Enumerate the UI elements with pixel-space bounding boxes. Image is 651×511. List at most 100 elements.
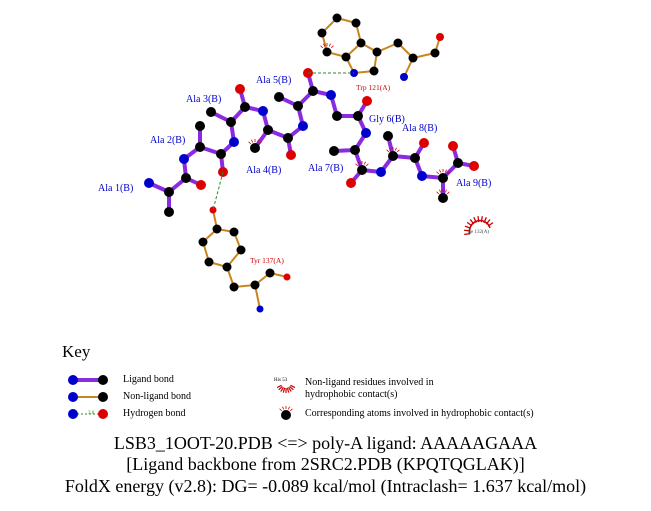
- key-atom: [98, 392, 108, 402]
- hydrophobic-contact-mark: [320, 45, 323, 49]
- ligand-atom-C: [308, 86, 318, 96]
- ligand-atom-C: [250, 143, 260, 153]
- key-hydrophobic-residue-icon: [288, 386, 292, 392]
- ligand-atom-C: [181, 173, 191, 183]
- tyr137-atom: [236, 245, 246, 255]
- key-hydrophobic-residue-icon: [282, 387, 286, 393]
- trp121-atom: [369, 66, 379, 76]
- key-hydrophobic-residue-icon: [286, 387, 290, 393]
- protein-residue-label-ile132: Ile 132(A): [468, 230, 489, 235]
- tyr137-atom: [212, 224, 222, 234]
- key-atom: [98, 409, 108, 419]
- hydrophobic-contact-mark: [447, 191, 450, 195]
- trp121-atom: [408, 53, 418, 63]
- ligand-residue-label: Ala 7(B): [308, 163, 343, 174]
- hydrophobic-contact-mark: [394, 147, 397, 151]
- ligand-atom-N: [376, 167, 386, 177]
- ligand-atom-O: [196, 180, 206, 190]
- ligand-atom-C: [216, 149, 226, 159]
- ligand-atom-C: [357, 165, 367, 175]
- ligand-atom-N: [258, 106, 268, 116]
- trp121-atom: [356, 38, 366, 48]
- protein-residue-label-tyr137: Tyr 137(A): [250, 256, 284, 265]
- hydrophobic-contact-mark: [389, 147, 392, 151]
- caption-line-3: FoldX energy (v2.8): DG= -0.089 kcal/mol…: [64, 476, 587, 496]
- ligand-atom-C: [206, 107, 216, 117]
- hydrophobic-contact-mark: [444, 169, 447, 173]
- hydrophobic-contact-mark: [358, 161, 361, 165]
- key-residue-sample: His 53: [274, 378, 288, 383]
- hydrophobic-contact-mark: [363, 161, 366, 165]
- ligand-atom-C: [274, 92, 284, 102]
- trp121-atom: [430, 48, 440, 58]
- ligand-atom-C: [263, 125, 273, 135]
- ligand-atom-O: [235, 84, 245, 94]
- key-nonligand-bond-label: Non-ligand bond: [123, 391, 192, 402]
- ligand-atom-N: [298, 121, 308, 131]
- hydrophobic-contact-mark: [248, 141, 251, 145]
- ligand-atom-C: [164, 187, 174, 197]
- key-hbond-label: Hydrogen bond: [123, 408, 186, 419]
- key-hydrophobic-residue-icon: [290, 384, 296, 389]
- hydrophobic-contact-mark: [436, 191, 439, 195]
- hydrophobic-contact-mark: [436, 171, 439, 175]
- key-atom: [98, 375, 108, 385]
- hydrophobic-contact-mark: [328, 43, 331, 47]
- trp121-atom: [393, 38, 403, 48]
- ligand-atom-C: [240, 102, 250, 112]
- ligand-atom-C: [293, 101, 303, 111]
- hydrophobic-contact-mark: [355, 163, 358, 167]
- protein-residue-label-trp121: Trp 121(A): [356, 83, 391, 92]
- ligand-atom-O: [419, 138, 429, 148]
- hydrophobic-contact-mark: [366, 163, 369, 167]
- tyr137-atom: [229, 282, 239, 292]
- key-hydrophobic-atoms-label: Corresponding atoms involved in hydropho…: [305, 408, 534, 419]
- key-hydrophobic-residues-label: Non-ligand residues involved in hydropho…: [305, 377, 434, 400]
- hydrophobic-contact-mark: [331, 45, 334, 49]
- trp121-atom: [341, 52, 351, 62]
- trp121-atom: [400, 73, 408, 81]
- key-hbond-sample: 3.0: [88, 411, 95, 416]
- ligand-atom-N: [417, 171, 427, 181]
- key-hydrophobic-atom-icon: [281, 410, 291, 420]
- ligand-atom-C: [353, 111, 363, 121]
- ligand-atom-C: [332, 111, 342, 121]
- key-hydrophobic-residue-icon: [276, 384, 282, 389]
- ligand-residue-label: Ala 2(B): [150, 135, 185, 146]
- trp121-atom: [372, 47, 382, 57]
- hydrophobic-contact-mark: [386, 149, 389, 153]
- trp121-atom: [332, 13, 342, 23]
- ligand-residue-label: Ala 5(B): [256, 75, 291, 86]
- ligand-atom-O: [448, 141, 458, 151]
- ligand-atom-C: [453, 158, 463, 168]
- hydrophobic-contact-mark: [256, 139, 259, 143]
- key-atom: [68, 375, 78, 385]
- ligand-atom-N: [326, 90, 336, 100]
- ligand-atom-N: [229, 137, 239, 147]
- tyr137-atom: [256, 305, 264, 313]
- ligand-atom-N: [361, 128, 371, 138]
- ligand-atom-C: [438, 193, 448, 203]
- hydrophobic-contact-mark: [282, 406, 285, 410]
- ligand-atom-C: [410, 153, 420, 163]
- key-hydrophobic-residue-icon: [278, 385, 283, 391]
- hydrophobic-contact-mark: [323, 43, 326, 47]
- ligand-atom-C: [329, 146, 339, 156]
- trp121-atom: [436, 33, 444, 41]
- ligand-atom-C: [438, 173, 448, 183]
- tyr137-atom: [198, 237, 208, 247]
- ligand-atom-C: [350, 145, 360, 155]
- ligand-atom-O: [362, 96, 372, 106]
- key-hydrophobic-residue-icon: [289, 385, 294, 391]
- hydrophobic-arc-tick: [464, 232, 471, 236]
- tyr137-atom: [250, 280, 260, 290]
- hydrophobic-contact-mark: [279, 408, 282, 412]
- trp121-atom: [322, 47, 332, 57]
- ligand-atom-O: [286, 150, 296, 160]
- ligand-atom-O: [346, 178, 356, 188]
- tyr137-atom: [222, 262, 232, 272]
- tyr137-atom: [209, 206, 217, 214]
- hydrophobic-contact-mark: [251, 139, 254, 143]
- ligand-residue-label: Gly 6(B): [369, 114, 405, 125]
